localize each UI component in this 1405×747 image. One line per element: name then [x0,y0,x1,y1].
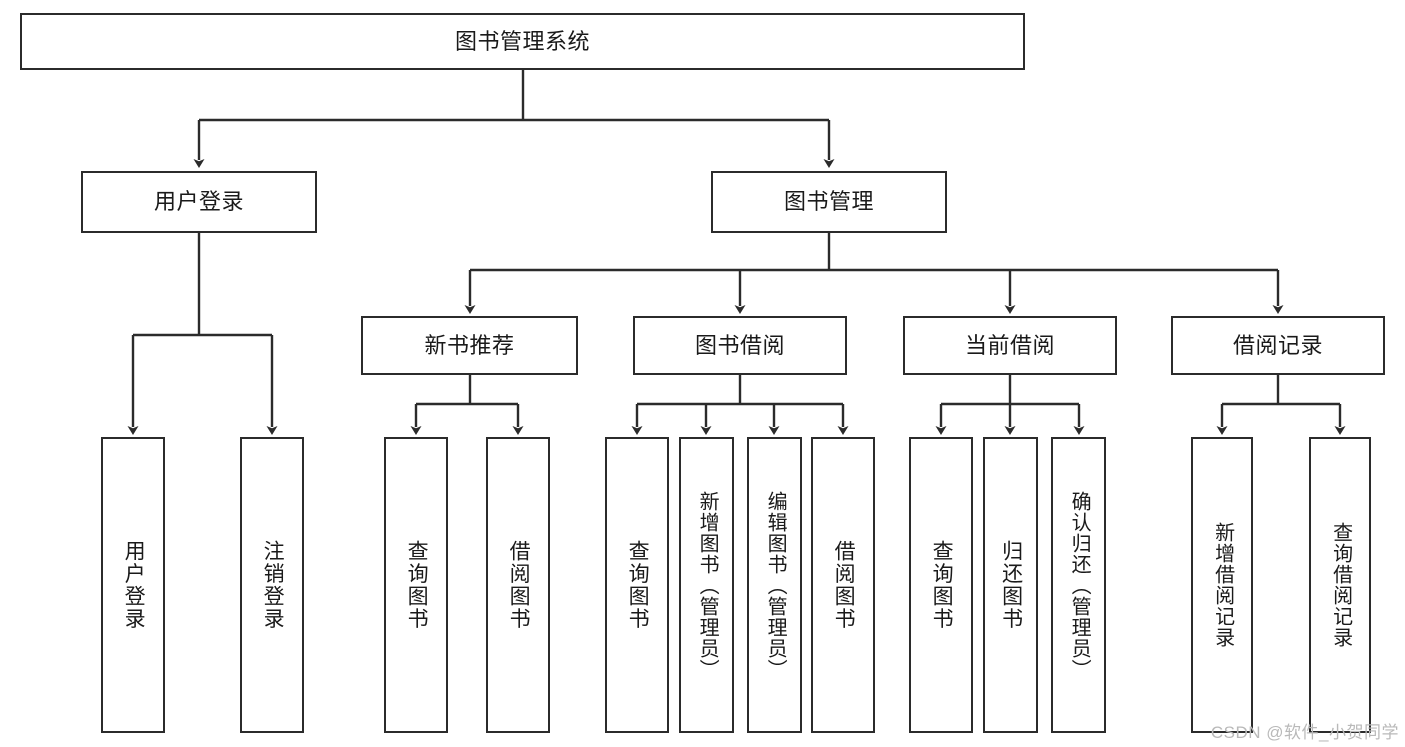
node-label: 图书管理 [783,189,874,215]
node-label: 新增图书（管理员） [696,490,719,680]
node-label: 借阅记录 [1232,332,1323,358]
node-book-borrow[interactable]: 图书借阅 [633,316,847,375]
watermark-text: CSDN @软件_小贺同学 [1210,723,1399,742]
node-label: 归还图书 [999,540,1023,630]
node-leaf-return-book[interactable]: 归还图书 [983,437,1038,733]
node-label: 用户登录 [153,189,244,215]
node-label: 查询图书 [930,540,954,630]
node-leaf-add-borrow-record[interactable]: 新增借阅记录 [1191,437,1253,733]
node-label: 当前借阅 [964,332,1055,358]
node-leaf-query-book-current[interactable]: 查询图书 [909,437,973,733]
node-label: 查询借阅记录 [1329,522,1352,648]
node-label: 用户登录 [122,540,146,630]
node-leaf-query-book-recommend[interactable]: 查询图书 [384,437,448,733]
node-leaf-user-login[interactable]: 用户登录 [101,437,165,733]
node-borrow-records[interactable]: 借阅记录 [1171,316,1385,375]
node-leaf-query-book-borrow[interactable]: 查询图书 [605,437,669,733]
node-label: 查询图书 [626,540,650,630]
node-leaf-confirm-return-admin[interactable]: 确认归还（管理员） [1051,437,1106,733]
node-current-borrow[interactable]: 当前借阅 [903,316,1117,375]
node-book-management[interactable]: 图书管理 [711,171,947,233]
node-label: 新增借阅记录 [1211,522,1234,648]
node-label: 查询图书 [405,540,429,630]
node-label: 图书管理系统 [454,28,590,54]
node-label: 注销登录 [261,540,285,630]
node-label: 新书推荐 [424,332,515,358]
node-label: 编辑图书（管理员） [764,490,787,680]
node-root-system[interactable]: 图书管理系统 [20,13,1025,70]
node-label: 借阅图书 [507,540,531,630]
node-new-book-recommend[interactable]: 新书推荐 [361,316,578,375]
node-leaf-logout[interactable]: 注销登录 [240,437,304,733]
node-label: 图书借阅 [694,332,785,358]
node-leaf-edit-book-admin[interactable]: 编辑图书（管理员） [747,437,802,733]
node-leaf-add-book-admin[interactable]: 新增图书（管理员） [679,437,734,733]
node-leaf-borrow-book-recommend[interactable]: 借阅图书 [486,437,550,733]
node-leaf-query-borrow-record[interactable]: 查询借阅记录 [1309,437,1371,733]
node-user-login[interactable]: 用户登录 [81,171,317,233]
node-label: 确认归还（管理员） [1068,490,1091,680]
node-leaf-borrow-book[interactable]: 借阅图书 [811,437,875,733]
node-label: 借阅图书 [832,540,856,630]
